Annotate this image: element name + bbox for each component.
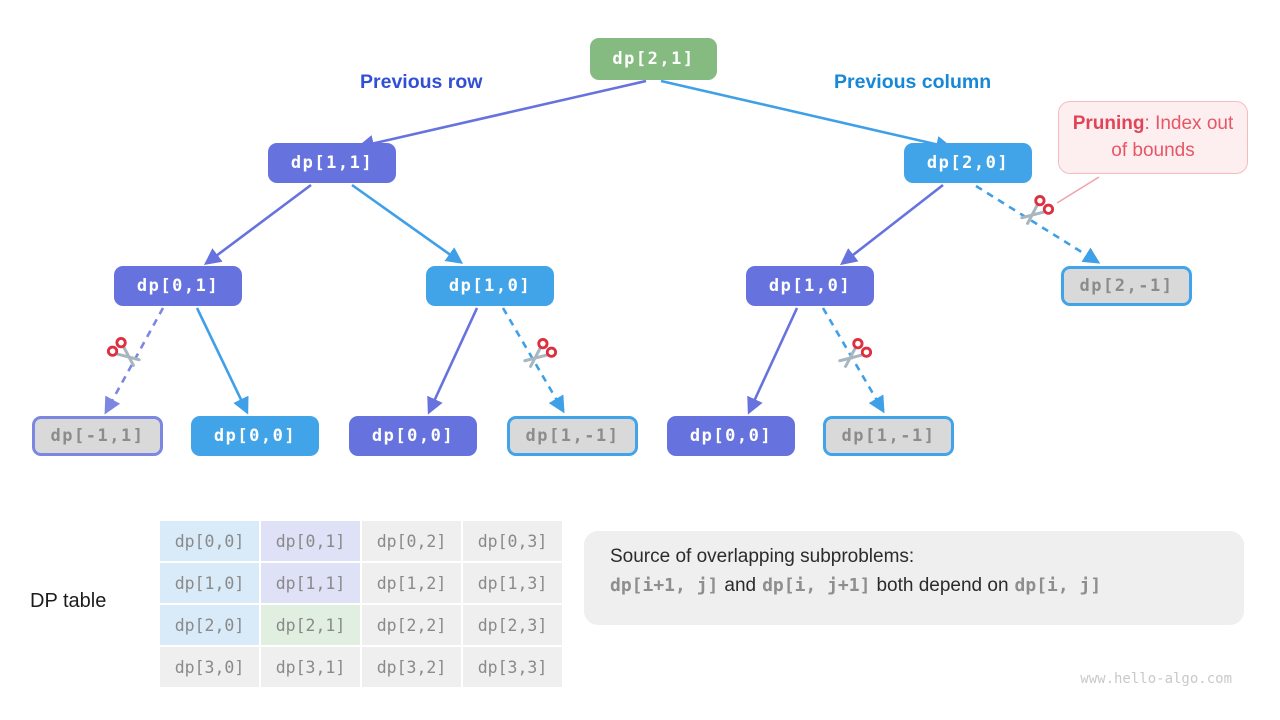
pruning-callout-text: : Index out of bounds <box>1111 113 1234 161</box>
label-previous-column: Previous column <box>834 71 992 93</box>
pruning-callout-title: Pruning <box>1072 113 1145 134</box>
dp-cell: dp[0,0] <box>160 521 259 561</box>
pruning-callout: Pruning: Index out of bounds <box>1058 101 1248 175</box>
tree-node-pruned: dp[-1,1] <box>32 416 163 456</box>
explanation-line1: Source of overlapping subproblems: <box>610 546 915 567</box>
tree-node: dp[1,1] <box>268 143 396 183</box>
dp-cell: dp[0,1] <box>261 521 360 561</box>
text-both-depend-on: both depend on <box>876 575 1009 596</box>
scissors-icon <box>838 338 873 368</box>
code-dp-i-j1: dp[i, j+1] <box>762 575 871 596</box>
dp-cell: dp[2,3] <box>463 605 562 645</box>
scissors-icon <box>1020 195 1055 225</box>
code-dp-i1-j: dp[i+1, j] <box>610 575 719 596</box>
tree-node-pruned: dp[1,-1] <box>507 416 638 456</box>
conjunction-and: and <box>724 575 757 596</box>
tree-node: dp[2,0] <box>904 143 1032 183</box>
tree-node: dp[0,1] <box>114 266 242 306</box>
watermark: www.hello-algo.com <box>1080 671 1232 687</box>
tree-node: dp[0,0] <box>667 416 795 456</box>
tree-node: dp[0,0] <box>349 416 477 456</box>
dp-cell: dp[0,2] <box>362 521 461 561</box>
scissors-icon <box>106 337 141 367</box>
tree-node-pruned: dp[1,-1] <box>823 416 954 456</box>
dp-cell: dp[2,1] <box>261 605 360 645</box>
tree-node-root: dp[2,1] <box>590 38 717 80</box>
dp-cell: dp[2,0] <box>160 605 259 645</box>
dp-cell: dp[3,3] <box>463 647 562 687</box>
code-dp-i-j: dp[i, j] <box>1014 575 1102 596</box>
dp-table-label: DP table <box>30 590 107 612</box>
tree-node-pruned: dp[2,-1] <box>1061 266 1192 306</box>
dp-cell: dp[2,2] <box>362 605 461 645</box>
tree-node: dp[1,0] <box>426 266 554 306</box>
dp-cell: dp[1,0] <box>160 563 259 603</box>
dp-cell: dp[0,3] <box>463 521 562 561</box>
dp-table: dp[0,0] dp[0,1] dp[0,2] dp[0,3] dp[1,0] … <box>160 521 562 687</box>
dp-cell: dp[3,0] <box>160 647 259 687</box>
dp-cell: dp[1,1] <box>261 563 360 603</box>
scissors-icon <box>523 338 558 368</box>
tree-node: dp[0,0] <box>191 416 319 456</box>
dp-cell: dp[1,2] <box>362 563 461 603</box>
tree-node: dp[1,0] <box>746 266 874 306</box>
dp-cell: dp[3,1] <box>261 647 360 687</box>
dp-cell: dp[3,2] <box>362 647 461 687</box>
explanation-box: Source of overlapping subproblems: dp[i+… <box>584 531 1244 625</box>
dp-cell: dp[1,3] <box>463 563 562 603</box>
label-previous-row: Previous row <box>360 71 483 93</box>
